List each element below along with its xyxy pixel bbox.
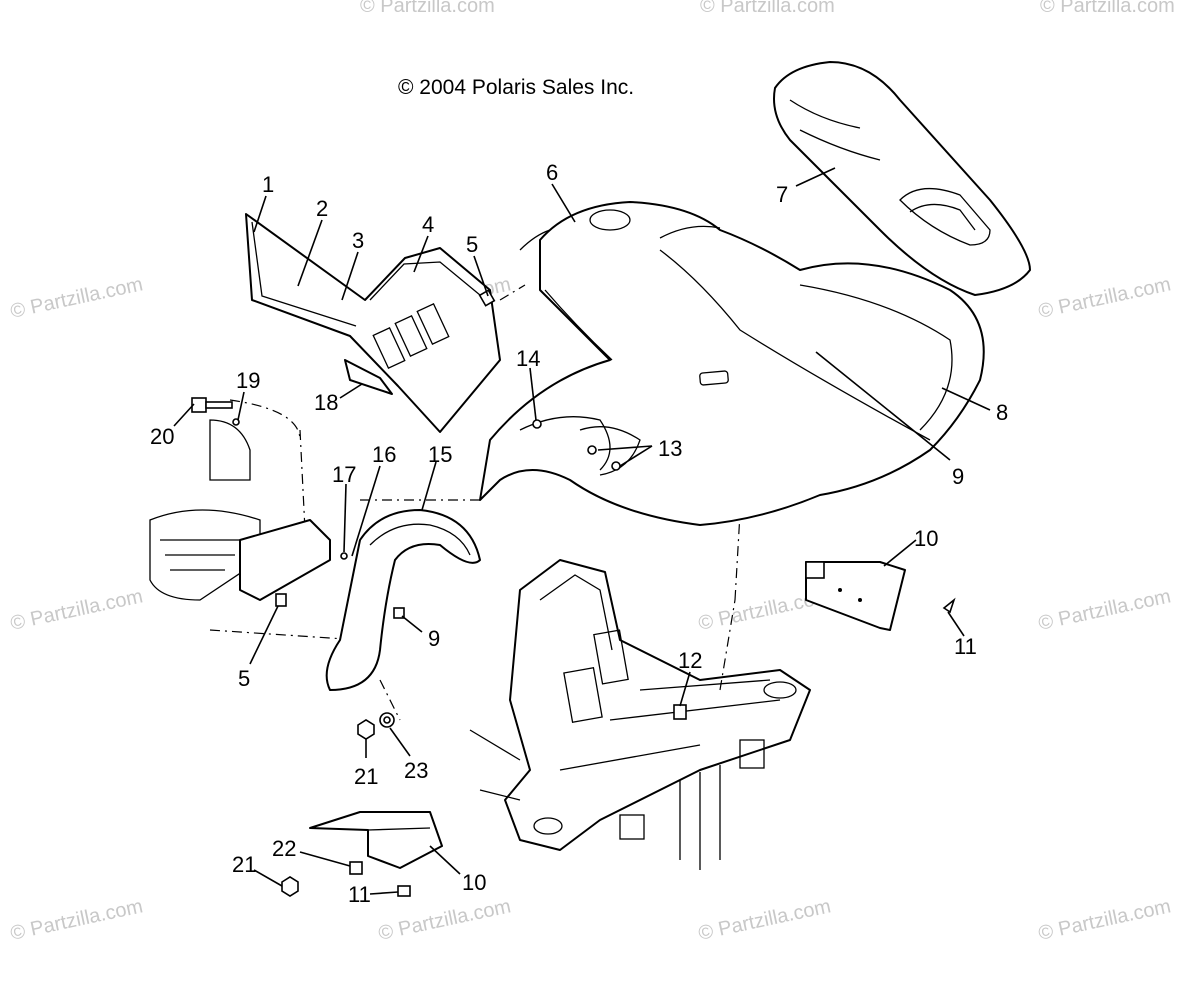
callout-3: 3 <box>352 228 364 253</box>
part-1-4-footwell-panel <box>245 213 501 433</box>
hardware-fasteners <box>191 289 956 897</box>
callout-22: 22 <box>272 836 296 861</box>
watermark-text: © Partzilla.com <box>696 895 832 945</box>
callout-10: 10 <box>462 870 486 895</box>
callout-23: 23 <box>404 758 428 783</box>
floorboard-left <box>149 419 331 601</box>
callout-20: 20 <box>150 424 174 449</box>
callout-11: 11 <box>348 882 371 907</box>
callout-14: 14 <box>516 346 540 371</box>
callout-12: 12 <box>678 648 702 673</box>
callout-21: 21 <box>354 764 378 789</box>
callout-9: 9 <box>952 464 964 489</box>
watermark-text: © Partzilla.com <box>8 585 144 635</box>
callout-21: 21 <box>232 852 256 877</box>
watermark-text: © Partzilla.com <box>1036 273 1172 323</box>
callout-8: 8 <box>996 400 1008 425</box>
part-7-rear-cover <box>773 61 1031 296</box>
watermark-text: © Partzilla.com <box>360 0 495 17</box>
copyright-text: © 2004 Polaris Sales Inc. <box>398 76 634 99</box>
watermark-text: © Partzilla.com <box>700 0 835 17</box>
watermark-text: © Partzilla.com <box>376 895 512 945</box>
watermark-text: © Partzilla.com <box>1040 0 1175 17</box>
part-15-fender-flare <box>325 509 481 691</box>
part-10-bracket-upper <box>805 561 906 631</box>
callout-17: 17 <box>332 462 356 487</box>
callout-10: 10 <box>914 526 938 551</box>
callout-2: 2 <box>316 196 328 221</box>
callout-13: 13 <box>658 436 682 461</box>
callout-4: 4 <box>422 212 434 237</box>
callout-18: 18 <box>314 390 338 415</box>
callout-16: 16 <box>372 442 396 467</box>
callout-7: 7 <box>776 182 788 207</box>
watermark-text: © Partzilla.com <box>1036 585 1172 635</box>
callout-15: 15 <box>428 442 452 467</box>
callout-11: 11 <box>954 634 977 659</box>
watermark-text: © Partzilla.com <box>8 895 144 945</box>
assembly-lines <box>209 284 751 721</box>
frame-assembly <box>469 559 811 870</box>
callout-1: 1 <box>262 172 274 197</box>
callout-6: 6 <box>546 160 558 185</box>
watermark-text: © Partzilla.com <box>8 273 144 323</box>
part-6-front-cabin <box>479 201 985 526</box>
callout-9: 9 <box>428 626 440 651</box>
callout-labels: 1 2 3 4 5 5 6 7 8 9 9 10 10 11 11 12 13 … <box>150 160 1008 907</box>
callout-5: 5 <box>238 666 250 691</box>
callout-19: 19 <box>236 368 260 393</box>
callout-5: 5 <box>466 232 478 257</box>
watermark-text: © Partzilla.com <box>1036 895 1172 945</box>
part-10-bracket-lower <box>309 811 443 869</box>
leader-lines <box>173 167 991 895</box>
